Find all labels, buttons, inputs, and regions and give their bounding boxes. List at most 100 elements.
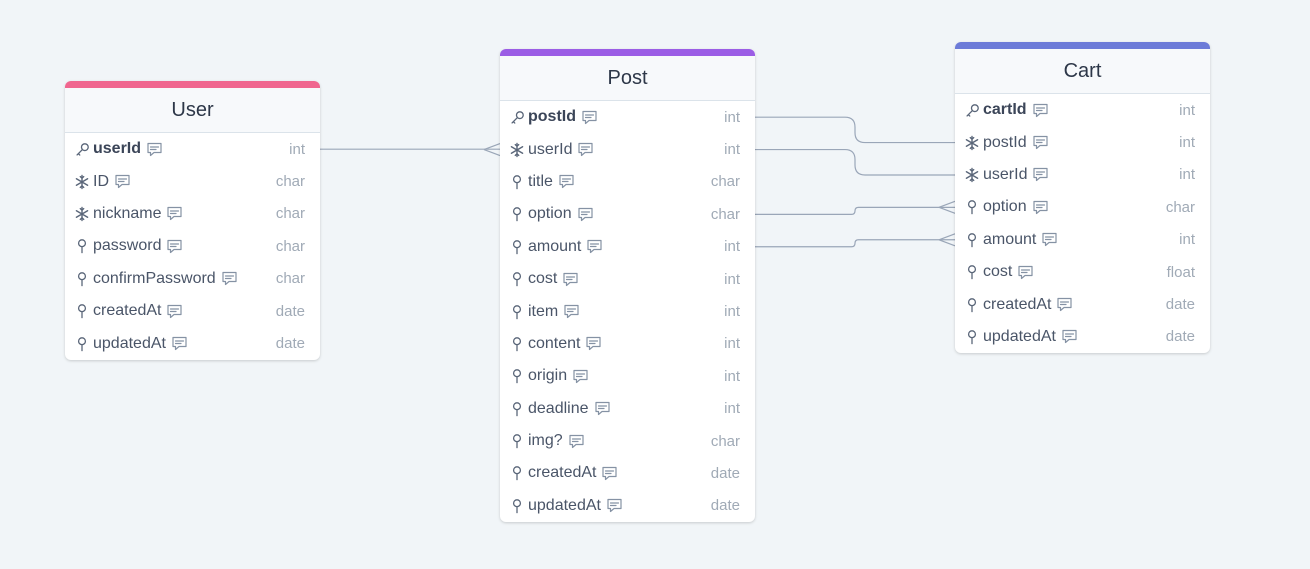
comment-icon[interactable] xyxy=(1017,264,1034,280)
comment-icon[interactable] xyxy=(166,303,183,319)
crowfoot-many-marker xyxy=(938,200,956,214)
field-type: int xyxy=(1179,134,1195,152)
comment-icon[interactable] xyxy=(594,401,611,417)
relationship-line[interactable] xyxy=(755,148,955,176)
field-row-cartid[interactable]: cartId int xyxy=(955,94,1210,126)
comment-icon[interactable] xyxy=(577,142,594,158)
comment-icon[interactable] xyxy=(1041,232,1058,248)
comment-icon[interactable] xyxy=(171,336,188,352)
key-icon xyxy=(508,108,526,126)
field-type: char xyxy=(710,432,740,450)
comment-icon[interactable] xyxy=(606,498,623,514)
field-name: cartId xyxy=(983,101,1027,119)
field-type: char xyxy=(275,205,305,223)
pin-icon xyxy=(508,432,526,450)
field-type: int xyxy=(289,140,305,158)
field-row-title[interactable]: title char xyxy=(500,166,755,198)
field-name: createdAt xyxy=(93,302,162,320)
field-name: confirmPassword xyxy=(93,269,216,287)
field-type: char xyxy=(710,173,740,191)
field-type: char xyxy=(275,173,305,191)
comment-icon[interactable] xyxy=(577,206,594,222)
pin-icon xyxy=(73,237,91,255)
field-name: ID xyxy=(93,172,109,190)
comment-icon[interactable] xyxy=(166,206,183,222)
comment-icon[interactable] xyxy=(1056,297,1073,313)
comment-icon[interactable] xyxy=(221,271,238,287)
comment-icon[interactable] xyxy=(586,239,603,255)
field-type: int xyxy=(724,238,740,256)
comment-icon[interactable] xyxy=(146,141,163,157)
comment-icon[interactable] xyxy=(601,465,618,481)
pin-icon xyxy=(508,464,526,482)
field-type: date xyxy=(1165,296,1195,314)
field-name: nickname xyxy=(93,204,162,222)
field-row-id[interactable]: ID char xyxy=(65,165,320,197)
field-name: title xyxy=(528,172,553,190)
field-type: int xyxy=(1179,101,1195,119)
comment-icon[interactable] xyxy=(114,174,131,190)
field-name: updatedAt xyxy=(983,327,1056,345)
field-name: cost xyxy=(983,263,1013,281)
table-title[interactable]: User xyxy=(65,88,320,133)
table-title[interactable]: Post xyxy=(500,56,755,101)
comment-icon[interactable] xyxy=(558,174,575,190)
field-type: int xyxy=(724,270,740,288)
pin-icon xyxy=(508,238,526,256)
field-name: password xyxy=(93,237,162,255)
comment-icon[interactable] xyxy=(562,271,579,287)
comment-icon[interactable] xyxy=(166,238,183,254)
field-name: origin xyxy=(528,367,568,385)
comment-icon[interactable] xyxy=(1032,102,1049,118)
comment-icon[interactable] xyxy=(568,433,585,449)
pin-icon xyxy=(963,198,981,216)
pin-icon xyxy=(508,205,526,223)
comment-icon[interactable] xyxy=(1032,135,1049,151)
table-color-bar xyxy=(955,42,1210,49)
comment-icon[interactable] xyxy=(581,109,598,125)
field-type: int xyxy=(724,303,740,321)
field-type: date xyxy=(275,335,305,353)
field-type: int xyxy=(1179,231,1195,249)
comment-icon[interactable] xyxy=(1032,199,1049,215)
field-row-nickname[interactable]: nickname char xyxy=(65,198,320,230)
field-type: date xyxy=(710,464,740,482)
comment-icon[interactable] xyxy=(572,368,589,384)
comment-icon[interactable] xyxy=(1061,329,1078,345)
comment-icon[interactable] xyxy=(563,304,580,320)
relationship-line[interactable] xyxy=(755,239,955,248)
field-row-img[interactable]: img?char xyxy=(500,425,755,457)
comment-icon[interactable] xyxy=(585,336,602,352)
table-title[interactable]: Cart xyxy=(955,49,1210,94)
comment-icon[interactable] xyxy=(1032,167,1049,183)
relationship-line[interactable] xyxy=(755,116,955,144)
relationship-line[interactable] xyxy=(755,206,955,215)
